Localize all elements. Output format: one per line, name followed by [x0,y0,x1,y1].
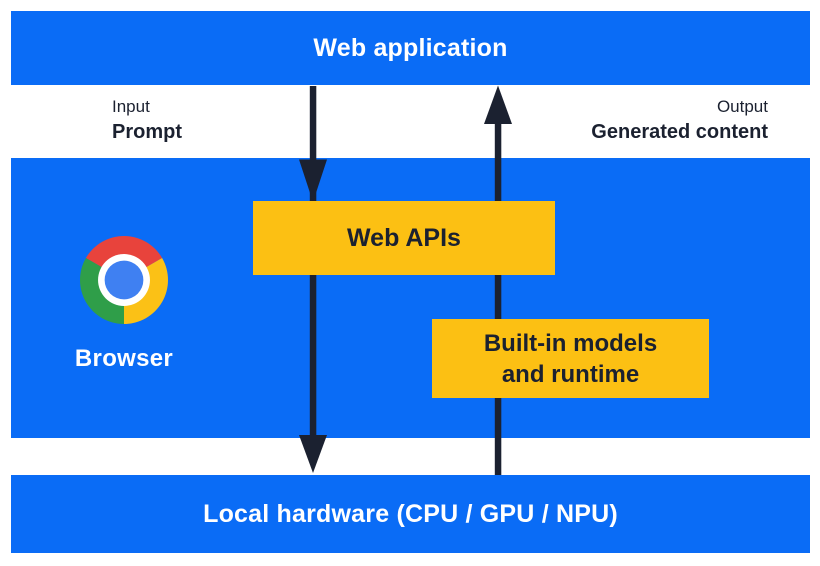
web-application-label: Web application [313,33,508,62]
builtin-models-line2: and runtime [501,360,640,388]
builtin-models-line1: Built-in models [483,329,658,357]
output-caption: Output [716,97,768,116]
output-label-group: Output Generated content [591,95,768,144]
web-apis-label: Web APIs [347,223,461,252]
local-hardware-bar: Local hardware (CPU / GPU / NPU) [11,475,810,553]
web-application-bar: Web application [11,11,810,85]
input-caption: Input [112,97,150,116]
chrome-logo-icon [80,236,168,324]
input-label-group: Input Prompt [112,95,182,144]
generated-content-label: Generated content [591,121,768,143]
prompt-label: Prompt [112,121,182,143]
web-apis-box: Web APIs [253,201,555,275]
browser-label: Browser [74,345,174,372]
builtin-models-box: Built-in models and runtime [432,319,709,398]
local-hardware-label: Local hardware (CPU / GPU / NPU) [203,499,618,528]
